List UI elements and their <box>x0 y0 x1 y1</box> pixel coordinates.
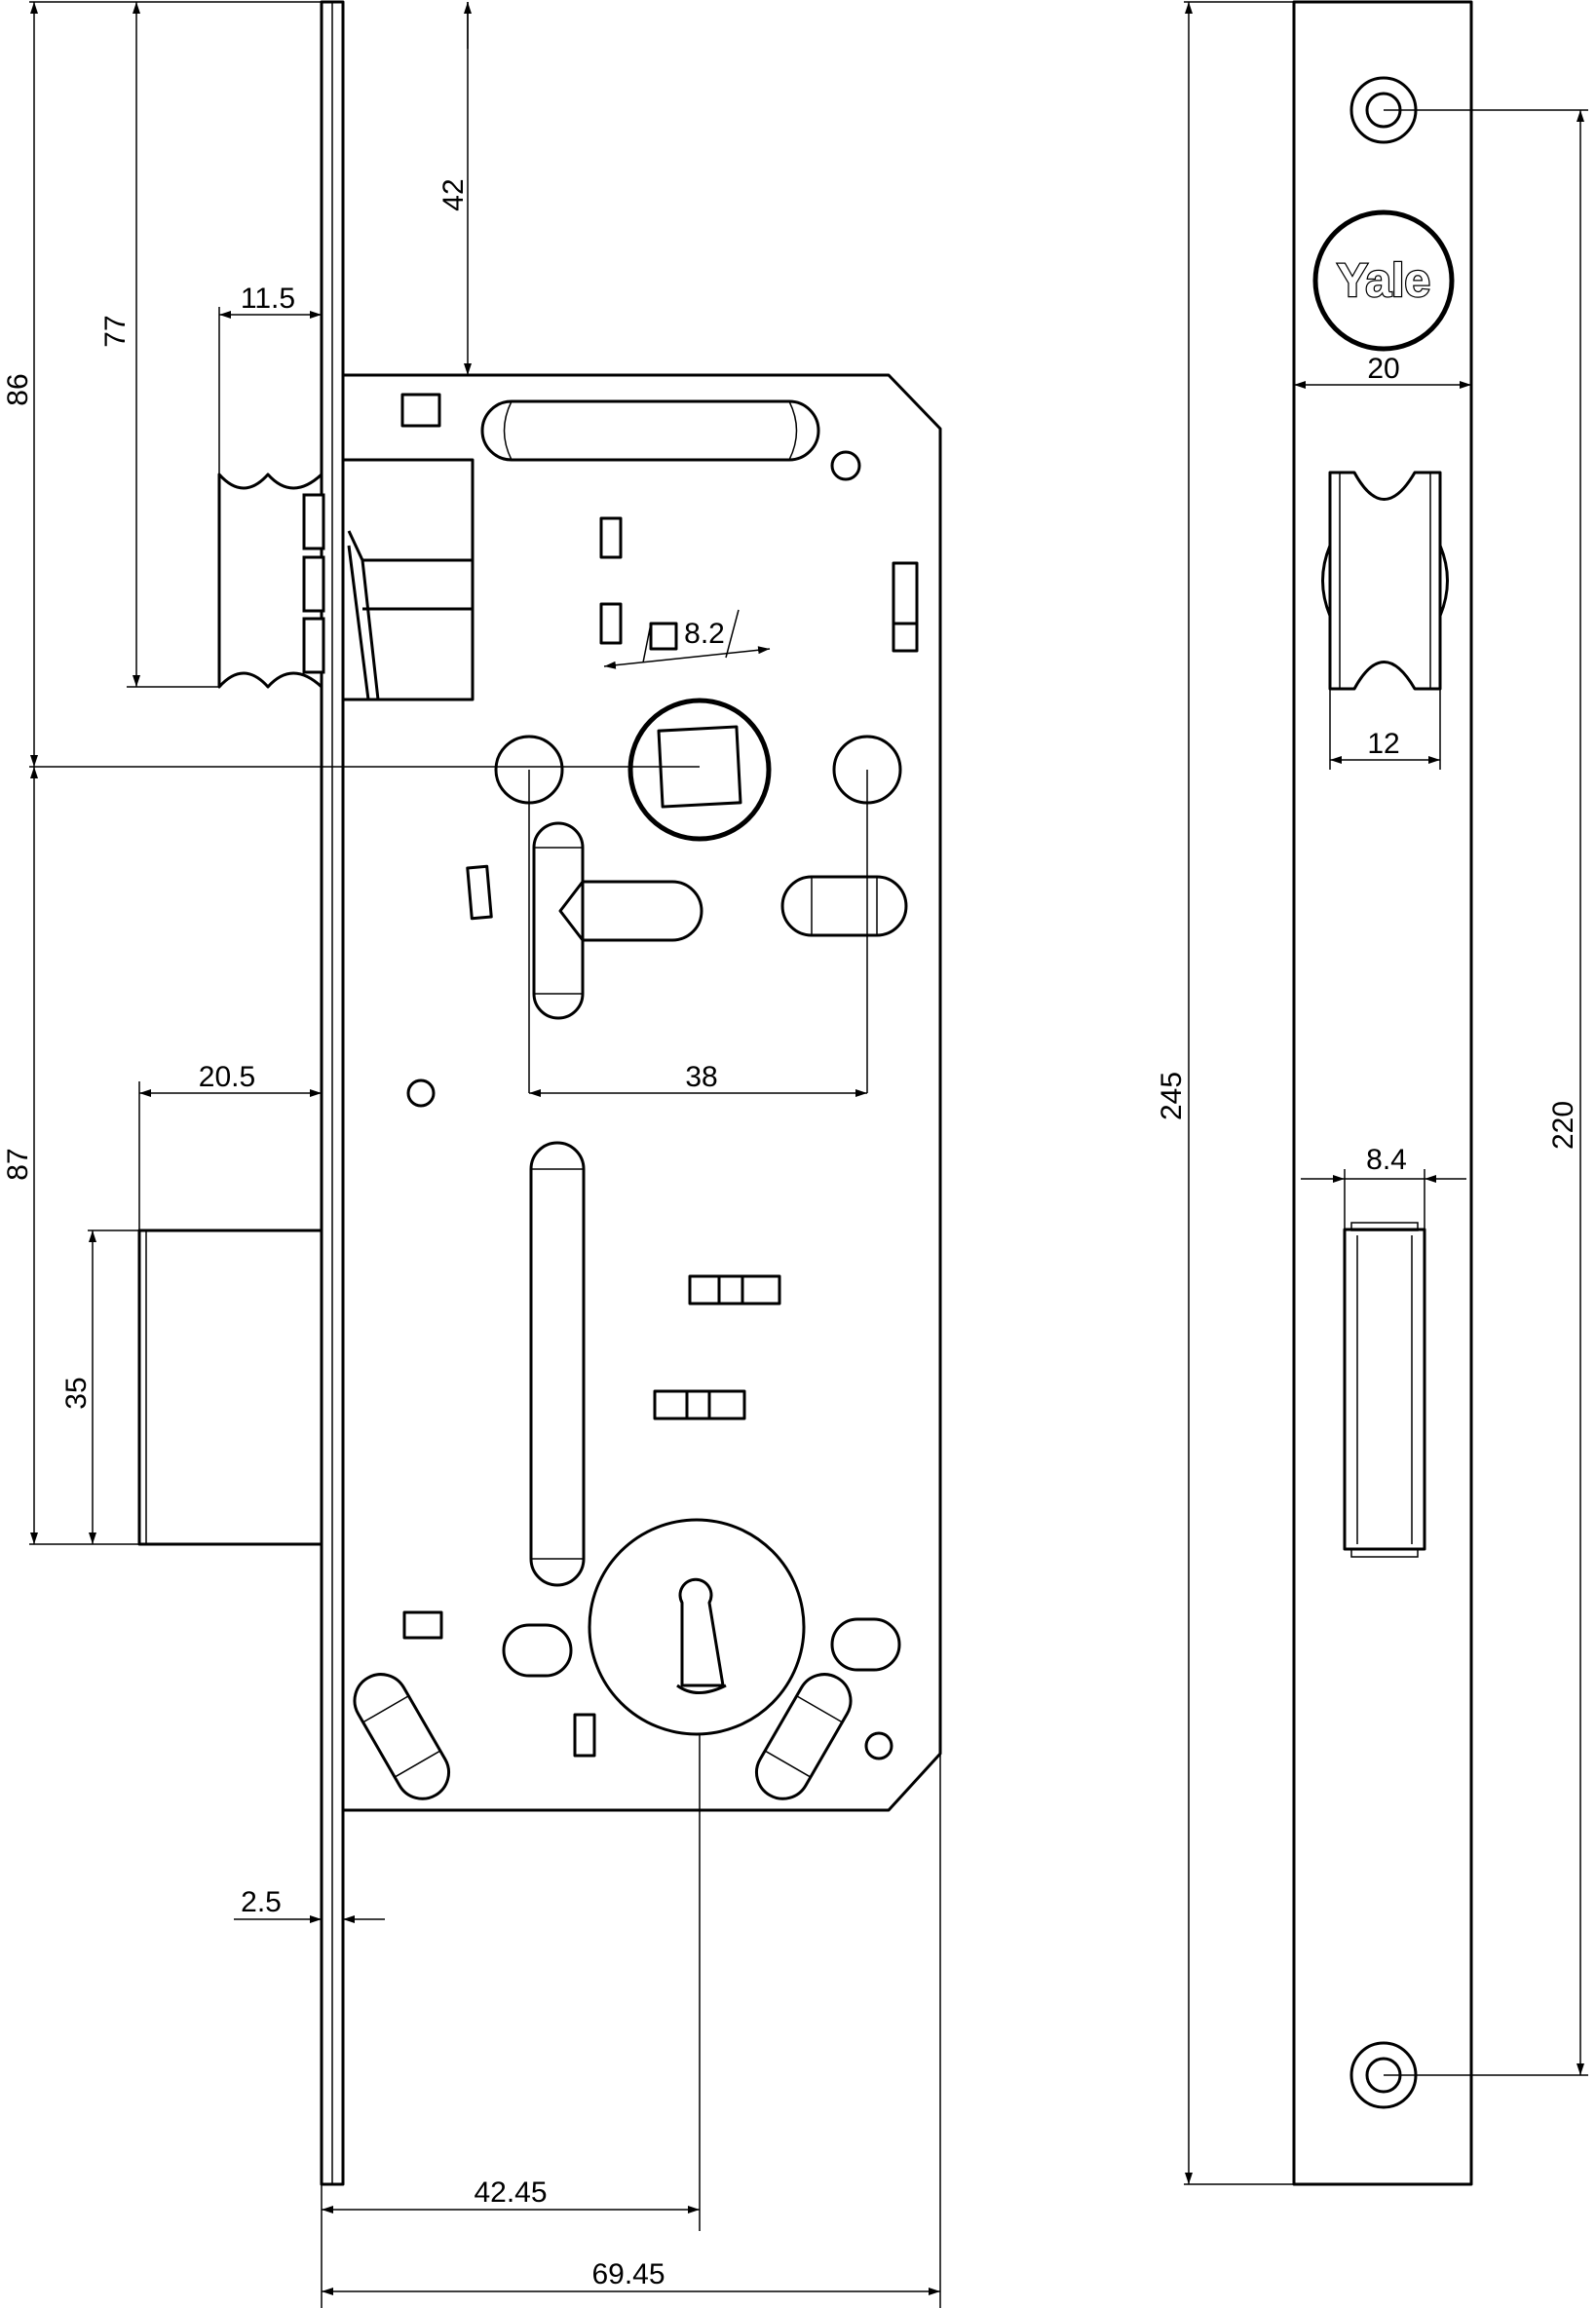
vertical-slot <box>529 1141 586 1587</box>
dim-42: 42 <box>437 178 470 210</box>
dim-38: 38 <box>685 1061 717 1093</box>
dim-2-5: 2.5 <box>241 1886 282 1918</box>
faceplate-front <box>1292 0 1473 2186</box>
dim-220: 220 <box>1547 1101 1579 1150</box>
side-view-dimensions: 86 77 42 11.5 8.2 87 20.5 35 38 2.5 42.4… <box>2 1 941 2308</box>
dim-8-4: 8.4 <box>1366 1144 1407 1176</box>
latch-bolt <box>217 458 475 701</box>
top-slot <box>480 399 820 462</box>
dim-11-5: 11.5 <box>241 283 295 315</box>
dim-42-45: 42.45 <box>474 2176 547 2209</box>
spindle-hub <box>627 698 772 842</box>
side-view <box>137 0 942 2186</box>
dim-12: 12 <box>1367 728 1399 760</box>
dim-245: 245 <box>1156 1072 1188 1120</box>
dim-86: 86 <box>2 373 34 405</box>
dim-77: 77 <box>99 315 132 347</box>
front-view-dimensions: 20 12 245 220 8.4 <box>1156 1 1588 2185</box>
t-slot <box>532 821 703 1020</box>
key-cylinder <box>588 1518 806 1736</box>
yale-logo: Yale <box>1312 209 1455 352</box>
rivet-square <box>400 393 441 428</box>
dim-8-2: 8.2 <box>684 618 725 650</box>
dim-69-45: 69.45 <box>591 2258 665 2290</box>
dim-20: 20 <box>1367 353 1399 385</box>
dim-87: 87 <box>2 1148 34 1180</box>
rivet-hole <box>830 450 861 481</box>
dead-bolt <box>137 1229 323 1546</box>
deadbolt-opening <box>1343 1222 1426 1558</box>
latch-opening <box>1321 471 1449 691</box>
right-slot <box>780 875 908 937</box>
front-view: Yale <box>1292 0 1473 2186</box>
dim-35: 35 <box>60 1377 93 1409</box>
dim-20-5: 20.5 <box>199 1061 255 1093</box>
yale-logo-text: Yale <box>1337 255 1430 307</box>
